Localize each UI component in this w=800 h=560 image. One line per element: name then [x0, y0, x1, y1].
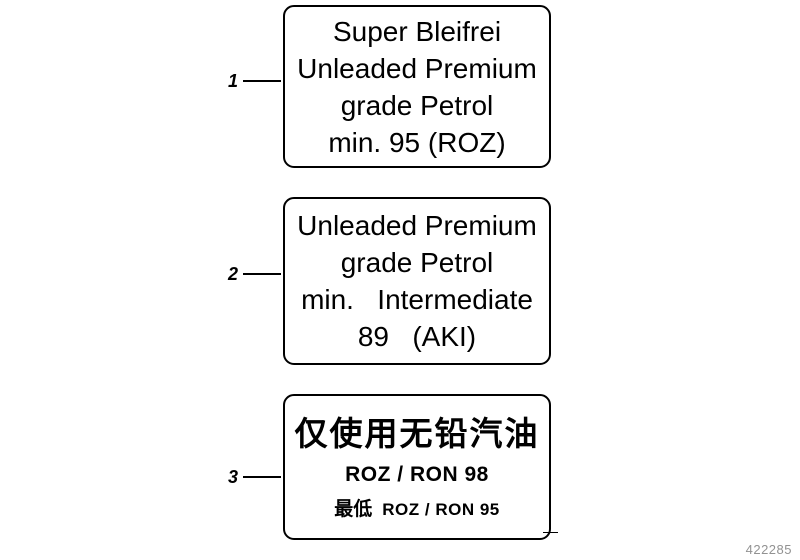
tick-mark	[543, 532, 558, 533]
callout-number-2: 2	[228, 264, 239, 284]
fuel-label-3-chinese-line: 仅使用无铅汽油	[294, 414, 540, 452]
fuel-label-1: Super Bleifrei Unleaded Premium grade Pe…	[283, 5, 551, 168]
fuel-label-3-minimum-cn: 最低	[334, 499, 373, 521]
fuel-label-1-line-1: Super Bleifrei	[332, 15, 502, 47]
fuel-label-1-line-3: grade Petrol	[340, 89, 494, 121]
leader-line-1	[243, 80, 282, 82]
fuel-label-2-line-3: min. Intermediate	[301, 284, 533, 315]
callout-number-3: 3	[228, 467, 239, 487]
callout-3: 3	[228, 466, 282, 488]
callout-1: 1	[228, 70, 282, 92]
fuel-label-2-line-4: 89 (AKI)	[357, 321, 477, 352]
fuel-label-3-minimum-line: 最低 ROZ / RON 95	[334, 494, 499, 521]
leader-line-3	[243, 476, 282, 478]
fuel-label-2-line-1: Unleaded Premium	[297, 210, 537, 241]
part-number: 422285	[745, 542, 792, 557]
fuel-label-1-line-4: min. 95 (ROZ)	[328, 126, 506, 158]
fuel-label-2: Unleaded Premium grade Petrol min. Inter…	[283, 197, 551, 365]
fuel-label-1-line-2: Unleaded Premium	[297, 52, 537, 84]
fuel-label-2-line-2: grade Petrol	[340, 247, 494, 278]
fuel-label-3: 仅使用无铅汽油 ROZ / RON 98 最低 ROZ / RON 95	[283, 394, 551, 540]
fuel-label-3-roz-ron-95: ROZ / RON 95	[382, 500, 500, 520]
callout-2: 2	[228, 263, 282, 285]
callout-number-1: 1	[228, 71, 239, 91]
fuel-label-3-roz-ron-98: ROZ / RON 98	[345, 462, 489, 486]
leader-line-2	[243, 273, 282, 275]
